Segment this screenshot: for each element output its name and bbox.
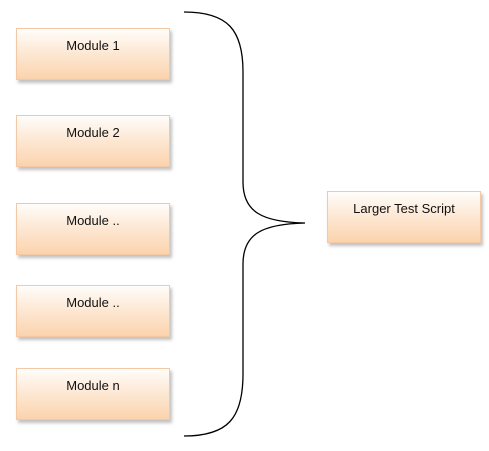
module-label-1: Module 1 bbox=[66, 38, 120, 53]
right-curly-brace-icon bbox=[183, 11, 306, 437]
module-box-2: Module 2 bbox=[16, 115, 170, 167]
module-box-5: Module n bbox=[16, 368, 170, 420]
larger-test-script-box: Larger Test Script bbox=[327, 191, 481, 243]
module-label-3: Module .. bbox=[66, 213, 120, 228]
module-label-4: Module .. bbox=[66, 295, 120, 310]
larger-test-script-label: Larger Test Script bbox=[353, 201, 455, 216]
module-label-2: Module 2 bbox=[66, 125, 120, 140]
module-label-5: Module n bbox=[66, 378, 120, 393]
module-box-1: Module 1 bbox=[16, 28, 170, 80]
module-box-4: Module .. bbox=[16, 285, 170, 337]
module-box-3: Module .. bbox=[16, 203, 170, 255]
